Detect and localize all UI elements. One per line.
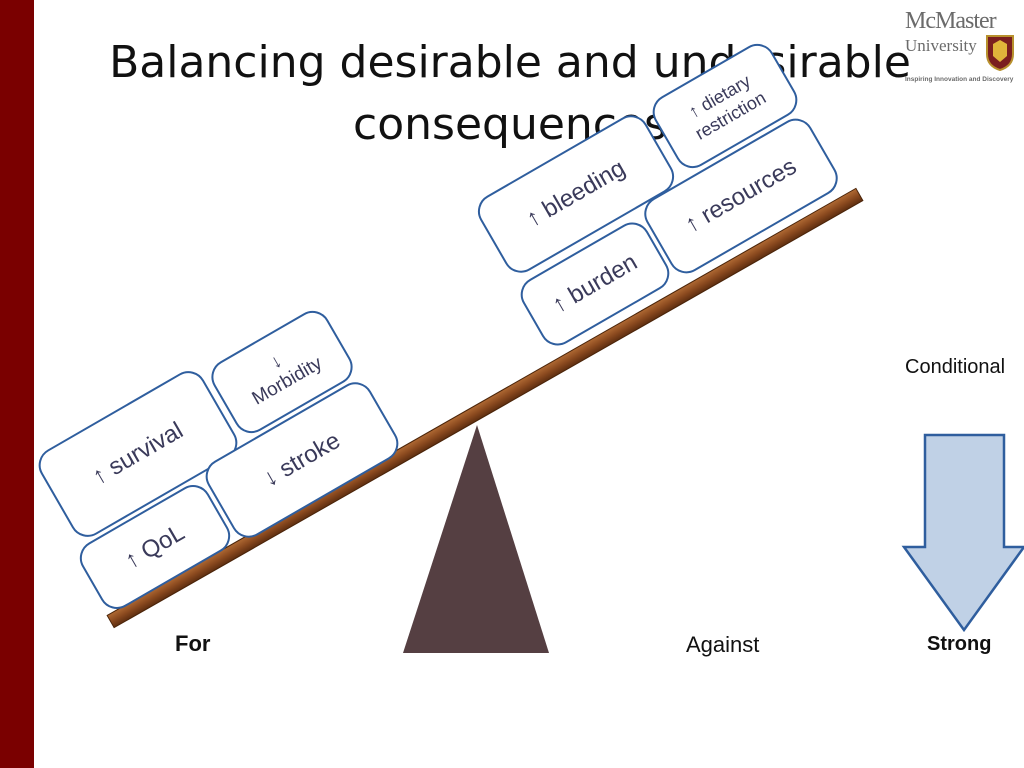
label-conditional: Conditional — [905, 356, 1006, 378]
strong-direction-arrow — [901, 433, 1024, 633]
card-survival-label: ↑ survival — [87, 416, 188, 491]
card-qol-label: ↑ QoL — [120, 518, 190, 575]
logo-name-line2: University — [905, 36, 977, 55]
crest-icon — [986, 35, 1014, 72]
card-stroke-label: ↓ stroke — [258, 426, 345, 493]
mcmaster-logo: McMaster University Inspiring Innovation… — [905, 6, 1017, 88]
card-bleeding-label: ↑ bleeding — [521, 154, 630, 233]
logo-tagline: Inspiring Innovation and Discovery — [905, 76, 1014, 83]
label-against: Against — [686, 632, 760, 657]
label-for: For — [175, 631, 211, 656]
label-strong: Strong — [927, 633, 992, 655]
fulcrum-triangle — [403, 425, 549, 653]
seesaw-plank — [106, 187, 864, 629]
logo-name-line1: McMaster — [905, 8, 997, 34]
sidebar-bar — [0, 0, 34, 768]
